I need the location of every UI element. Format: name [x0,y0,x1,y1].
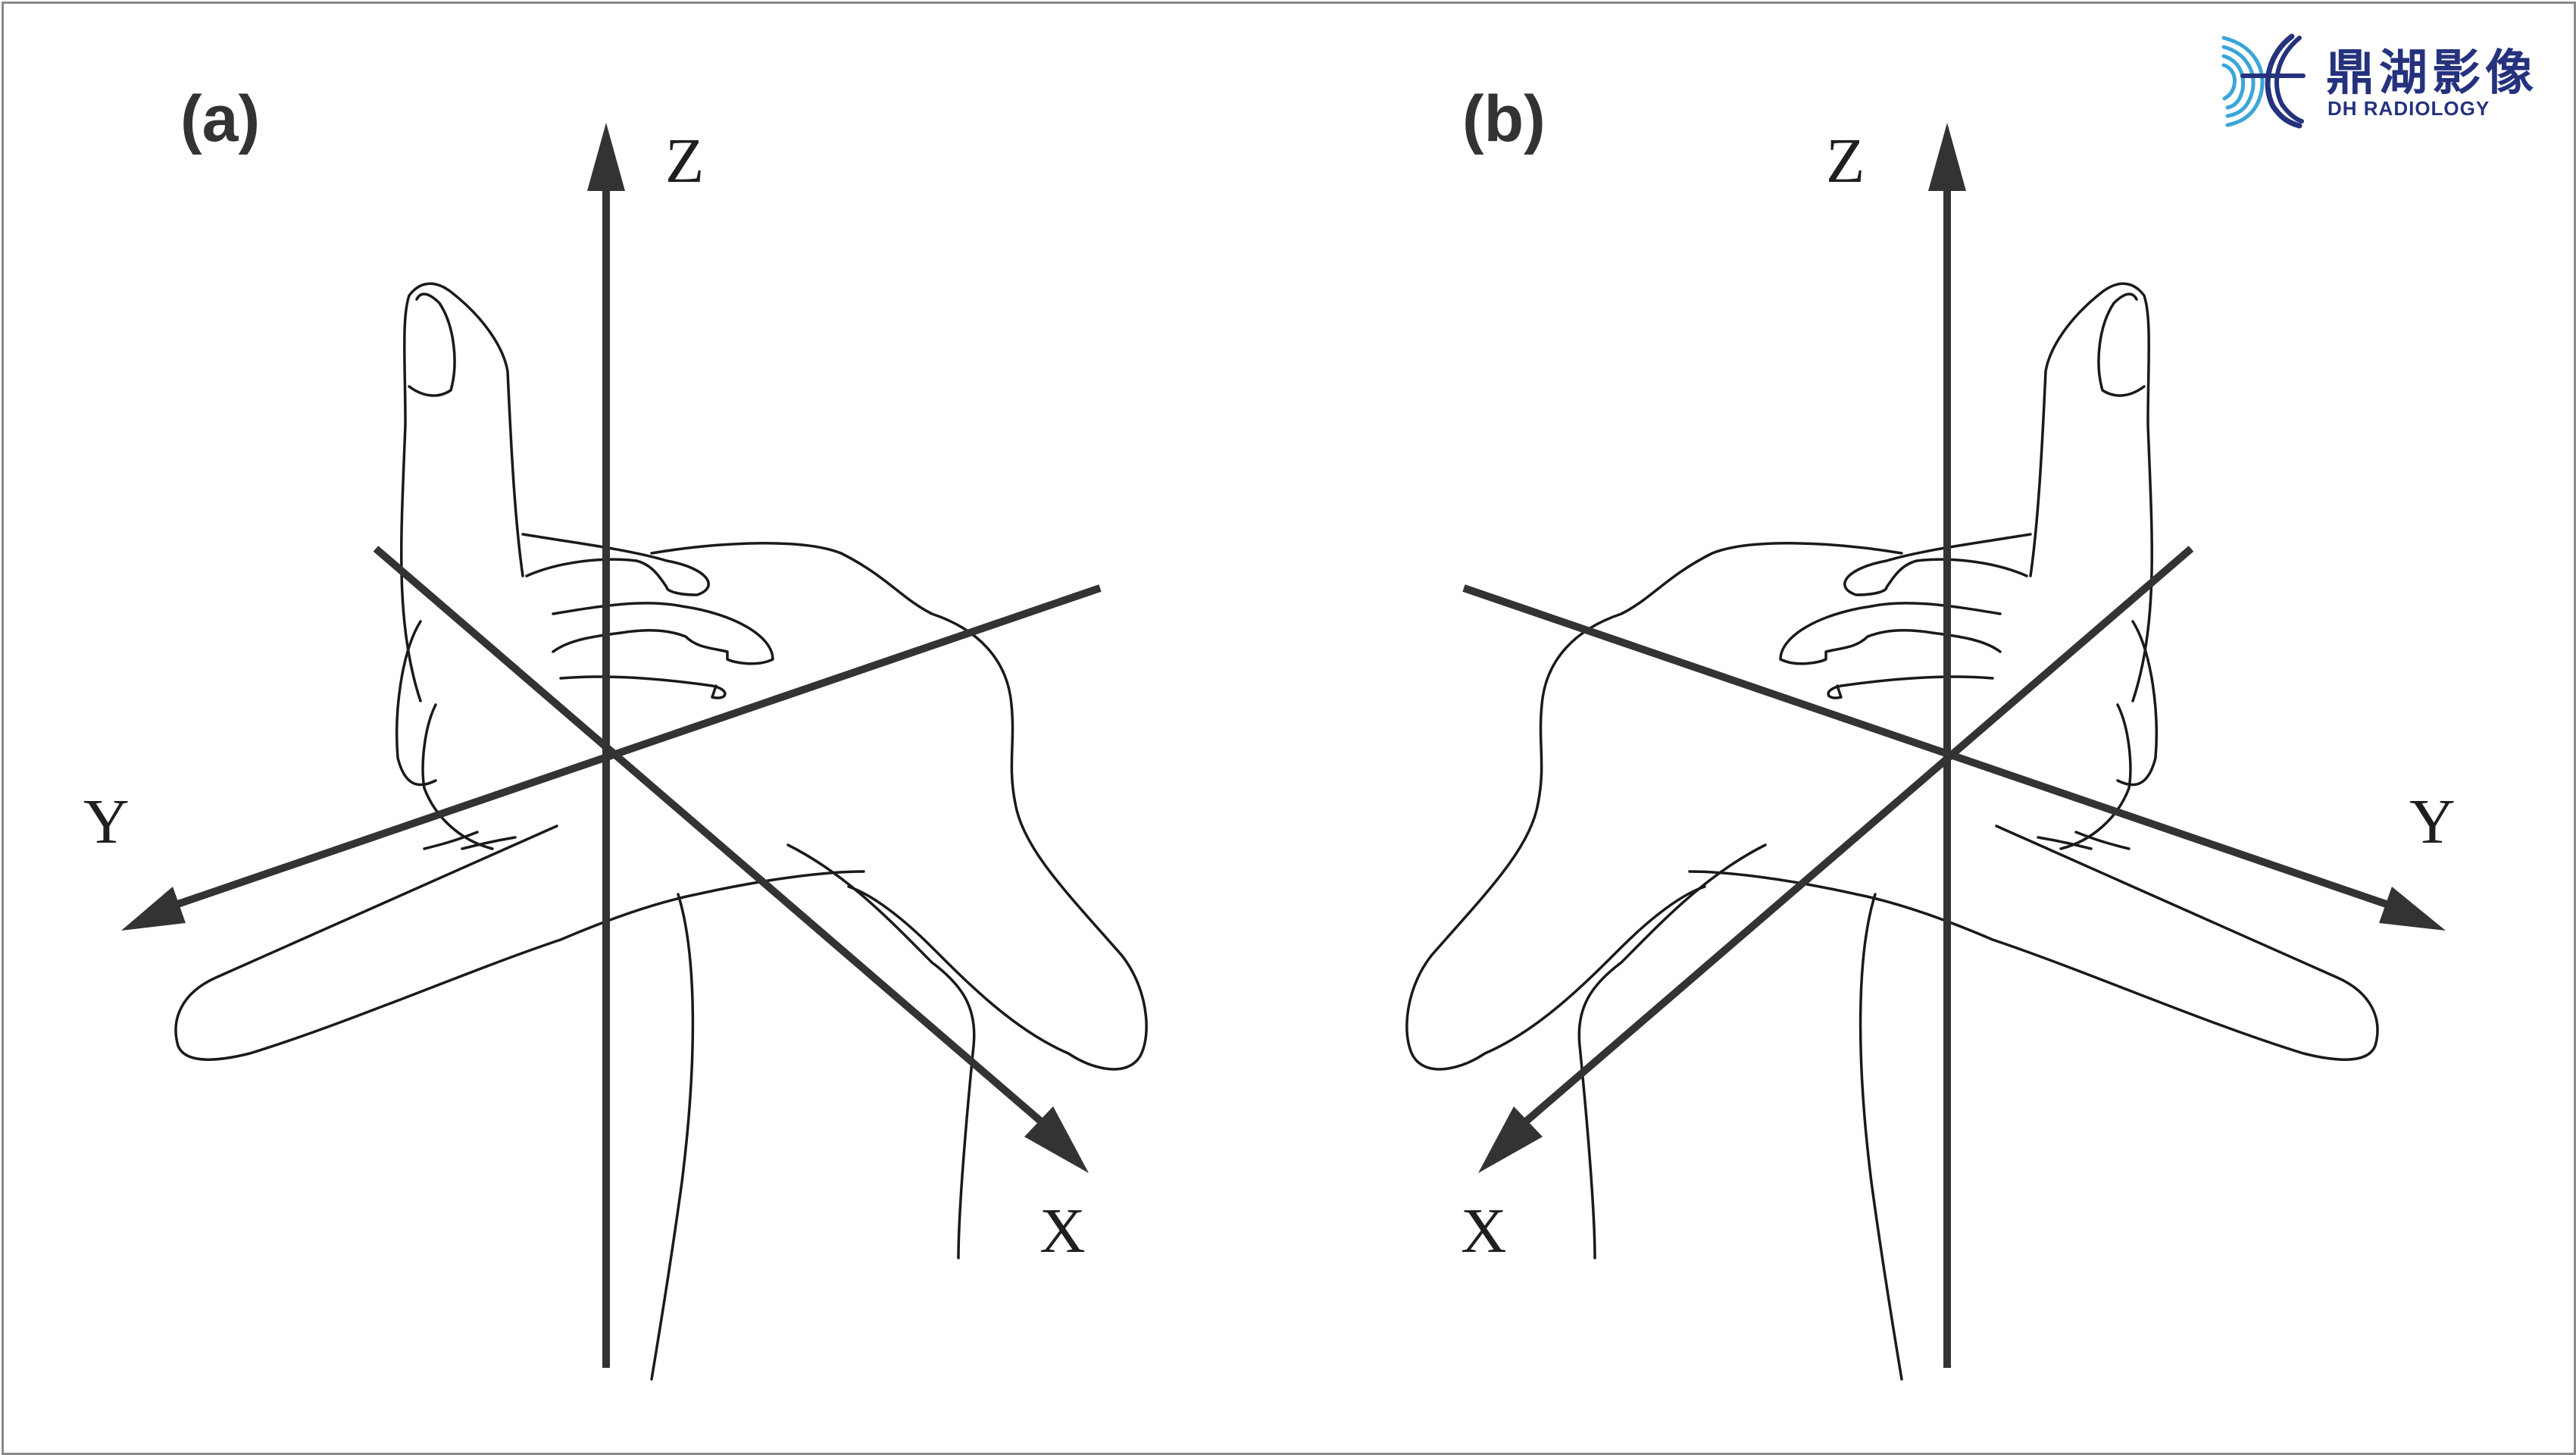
index-finger [400,282,524,702]
middle-finger [1843,533,2032,596]
panel-b-x-arrowhead [1478,1106,1543,1173]
panel-a-z-arrowhead [587,123,625,191]
thumb-crease [2037,831,2131,850]
panel-b-z-arrowhead [1928,123,1966,191]
ring-finger [552,602,774,665]
wrist-left [1859,893,1903,1381]
back-of-hand [650,542,1148,1071]
palm-edge [395,620,494,850]
panel-a-x-axis [373,546,1049,1128]
panel-a-y-label: Y [83,787,130,857]
panel-b-x-label: X [1461,1196,1507,1266]
thumb [1688,824,2379,1061]
logo-name-en: DH RADIOLOGY [2327,97,2490,120]
little-finger [559,675,727,699]
panel-a-hand-outline [174,282,1148,1381]
panel-a-x-label: X [1039,1196,1086,1266]
back-of-hand [1405,542,1903,1071]
ring-finger [1779,602,2002,665]
panel-b: (b) Z Y X [1405,83,2456,1381]
wrist-right [786,843,976,1259]
panel-a-label: (a) [180,83,260,155]
panel-a-x-arrowhead [1024,1106,1089,1173]
index-fingernail [408,293,456,397]
wrist-left [650,893,695,1381]
panel-b-hand-outline [1405,282,2379,1381]
panel-a-y-axis [165,584,1102,912]
palm-edge [2059,620,2158,850]
thumb [174,824,865,1061]
middle-finger [521,533,710,596]
panel-b-y-axis [1462,584,2399,912]
index-finger [2029,282,2153,702]
logo-mark-icon [2221,33,2306,129]
panel-b-y-arrowhead [2379,887,2446,931]
panel-b-z-label: Z [1826,126,1865,196]
dh-radiology-logo: 鼎湖影像 DH RADIOLOGY [2221,33,2538,129]
panel-b-label: (b) [1462,83,1546,155]
panel-a-y-arrowhead [121,887,186,931]
wrist-right [1577,843,1767,1259]
panel-a: (a) [83,83,1148,1381]
index-fingernail [2097,293,2146,397]
thumb-crease [423,831,517,850]
panel-b-y-label: Y [2409,787,2456,857]
panel-a-z-label: Z [665,126,704,196]
panel-b-x-axis [1518,546,2194,1128]
logo-name-cn: 鼎湖影像 [2326,45,2538,102]
little-finger [1827,675,1994,699]
